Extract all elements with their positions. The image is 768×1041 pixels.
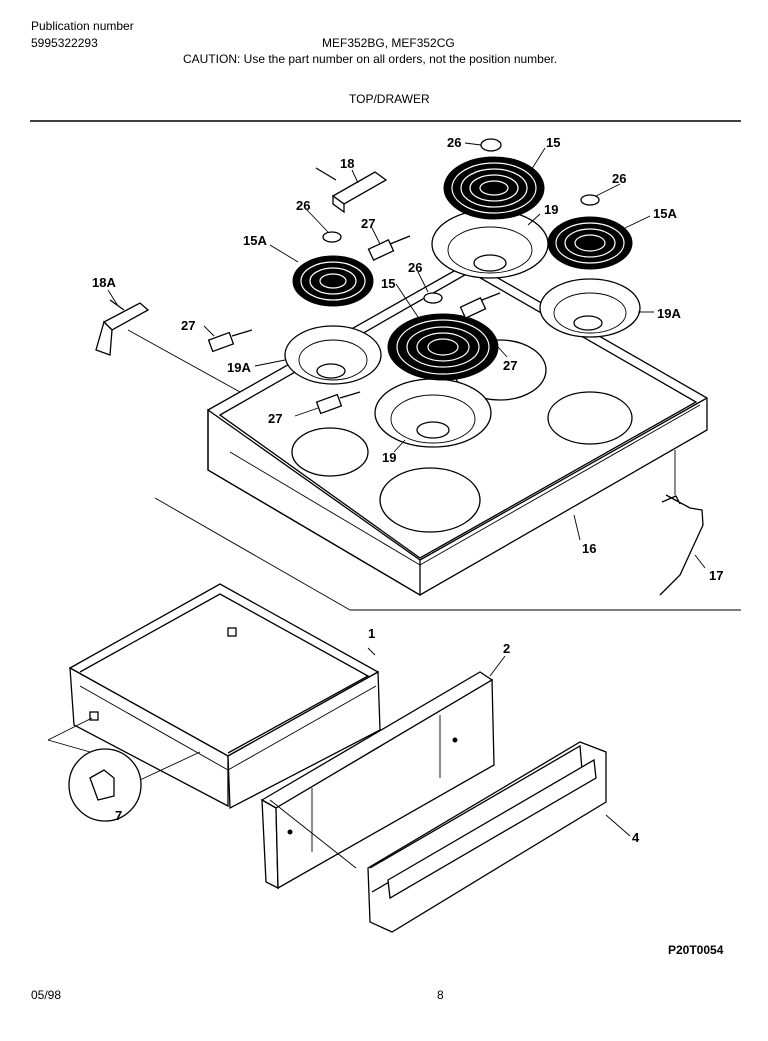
callout-26-a: 26 [447,135,461,150]
trim-ring-26-a [480,138,502,152]
publication-number: 5995322293 [31,36,98,50]
page-number: 8 [437,988,444,1002]
callout-7: 7 [115,808,122,823]
callout-15A-a: 15A [653,206,677,221]
leader-lines-top [107,142,706,569]
callout-17: 17 [709,568,723,583]
bracket-18A [95,299,150,356]
diagram-code: P20T0054 [668,943,724,957]
wire-harness-17 [659,494,704,596]
callout-15A-b: 15A [243,233,267,248]
receptacle-27-a [367,235,411,261]
surface-element-15A-left [292,255,374,307]
receptacle-27-d [315,391,361,415]
callout-19-a: 19 [544,202,558,217]
drip-bowl-19-front [374,378,492,448]
callout-15-a: 15 [546,135,560,150]
surface-element-15A-right [547,216,633,270]
model-numbers: MEF352BG, MEF352CG [322,36,455,50]
publication-label: Publication number [31,19,134,33]
surface-element-15-rear [443,156,545,220]
drawer-body-1 [68,583,381,810]
drawer-front-4 [367,741,631,933]
callout-27-a: 27 [361,216,375,231]
trim-ring-26-b [580,194,600,206]
footer-date: 05/98 [31,988,62,1002]
callout-4: 4 [632,830,640,845]
callout-26-c: 26 [296,198,310,213]
callout-19-b: 19 [382,450,396,465]
section-title: TOP/DRAWER [349,92,430,106]
receptacle-27-c [459,292,501,319]
drip-bowl-19-rear [431,209,549,279]
trim-ring-26-c [322,231,342,243]
callout-18A: 18A [92,275,116,290]
callout-19A-a: 19A [657,306,681,321]
slide-detail-7 [47,717,201,822]
callout-1: 1 [368,626,375,641]
bracket-18 [315,167,388,214]
caution-note: CAUTION: Use the part number on all orde… [183,52,558,66]
callout-2: 2 [503,641,510,656]
callout-15-b: 15 [381,276,395,291]
trim-ring-26-d [423,292,443,304]
callout-26-d: 26 [408,260,422,275]
callout-16: 16 [582,541,596,556]
drip-bowl-19A-right [539,278,641,338]
drip-bowl-19A-left [284,325,382,385]
receptacle-27-b [207,329,253,353]
callout-27-b: 27 [181,318,195,333]
callout-27-c: 27 [503,358,517,373]
callout-18: 18 [340,156,354,171]
surface-element-15-front [387,313,499,381]
callout-27-d: 27 [268,411,282,426]
callout-19A-b: 19A [227,360,251,375]
callout-26-b: 26 [612,171,626,186]
drawer-panel-2 [260,655,506,890]
